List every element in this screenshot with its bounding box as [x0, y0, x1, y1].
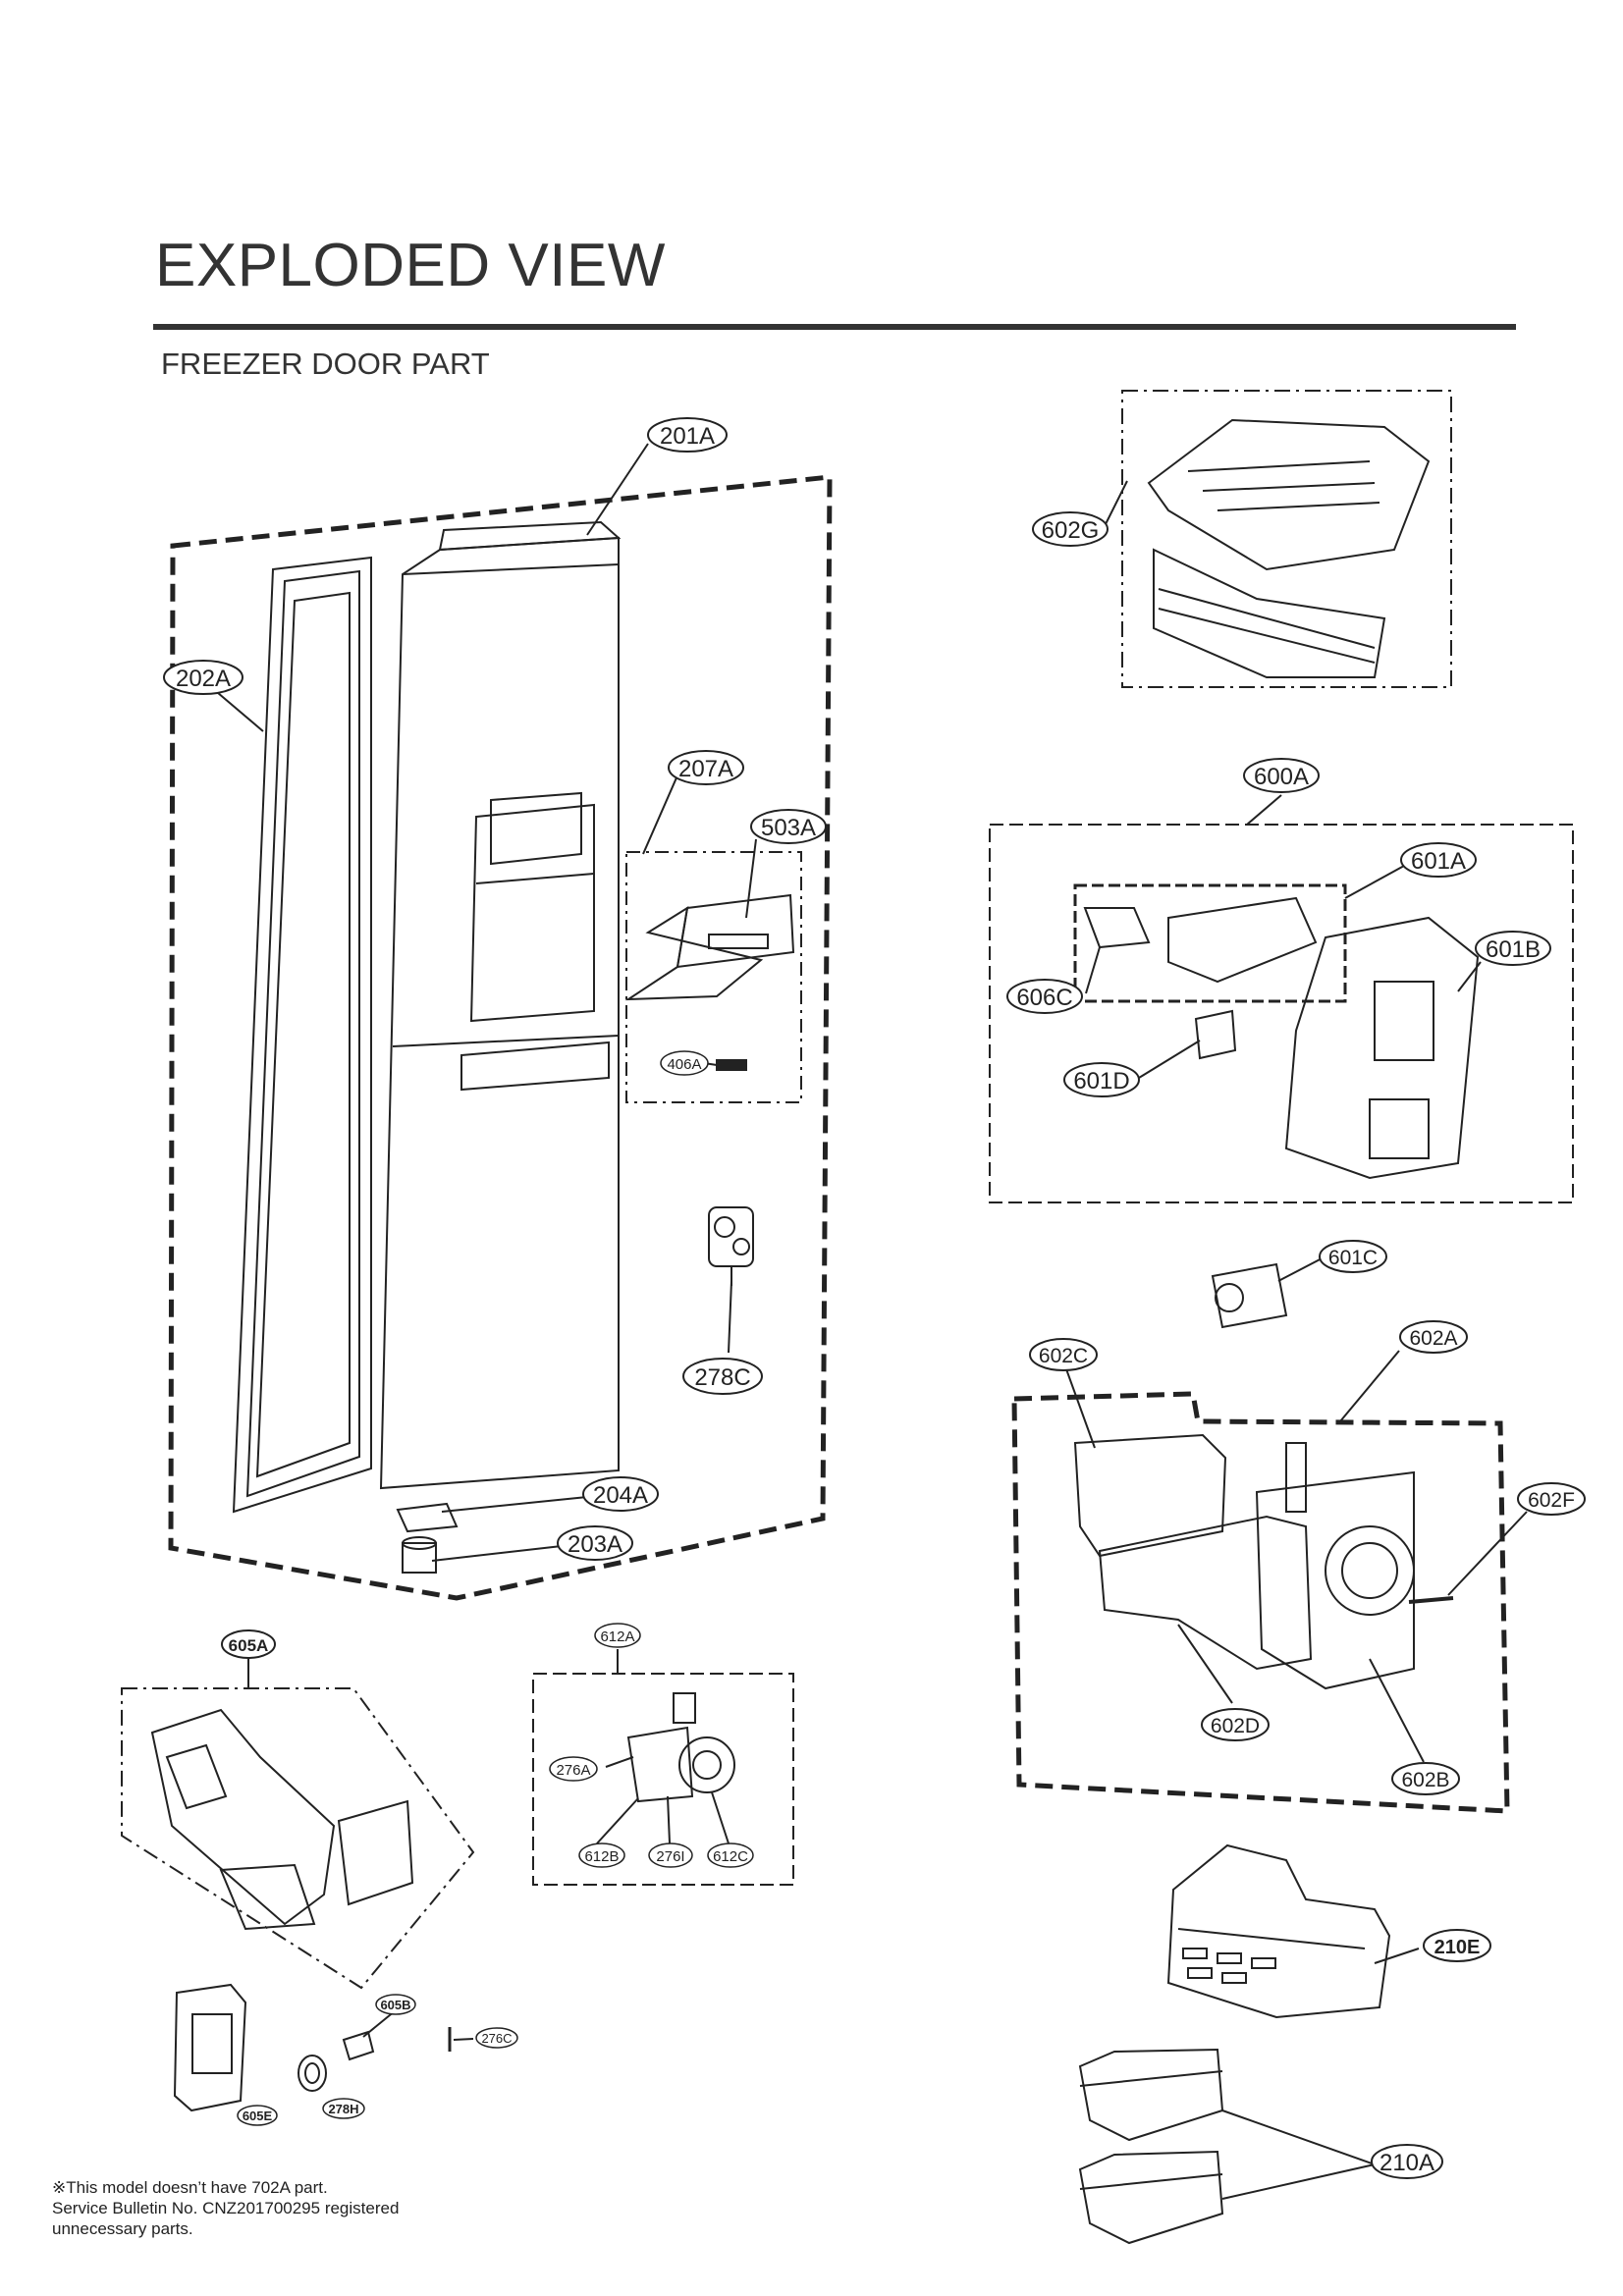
callout-601A: 601A: [1400, 842, 1477, 878]
svg-text:606C: 606C: [1016, 985, 1072, 1011]
icemaker-group-boundary: [989, 824, 1574, 1203]
callout-600A: 600A: [1243, 758, 1320, 793]
leader-lines: [210, 443, 1528, 2200]
callout-276I: 276I: [648, 1842, 693, 1868]
svg-text:201A: 201A: [660, 423, 715, 450]
callout-203A: 203A: [557, 1525, 633, 1561]
callout-602A: 602A: [1399, 1320, 1468, 1354]
svg-text:602F: 602F: [1528, 1489, 1575, 1512]
footnote-line-2: Service Bulletin No. CNZ201700295 regist…: [52, 2199, 400, 2217]
svg-text:605B: 605B: [380, 1998, 410, 2012]
callout-276C: 276C: [475, 2027, 518, 2049]
callout-602D: 602D: [1201, 1708, 1270, 1741]
display-group-boundary: [625, 851, 802, 1103]
dispenser-housing-part: [150, 1708, 414, 1931]
callout-612B: 612B: [578, 1842, 625, 1868]
footnote-line-3: unnecessary parts.: [52, 2219, 193, 2238]
svg-text:210A: 210A: [1380, 2150, 1434, 2176]
callout-601D: 601D: [1063, 1062, 1140, 1097]
title-rule: [153, 324, 1516, 330]
section-subtitle: FREEZER DOOR PART: [161, 347, 490, 381]
callout-605B: 605B: [375, 1994, 416, 2015]
door-gasket-part: [232, 556, 372, 1514]
auger-group-boundary: [1011, 1391, 1510, 1814]
callout-612C: 612C: [707, 1842, 754, 1868]
callout-602F: 602F: [1517, 1482, 1586, 1516]
dispenser-group-boundary: [121, 1687, 475, 1990]
svg-text:202A: 202A: [176, 666, 231, 692]
svg-text:276A: 276A: [556, 1762, 590, 1779]
callout-201A: 201A: [647, 417, 728, 453]
door-baskets-part: [1078, 2048, 1224, 2245]
svg-text:406A: 406A: [667, 1056, 701, 1073]
display-panel-part: [624, 893, 795, 1071]
svg-text:601C: 601C: [1328, 1247, 1378, 1269]
svg-text:602B: 602B: [1401, 1769, 1449, 1791]
footnote: ※This model doesn’t have 702A part. Serv…: [52, 2177, 399, 2239]
svg-text:601D: 601D: [1073, 1068, 1129, 1095]
footnote-line-1: ※This model doesn’t have 702A part.: [52, 2178, 328, 2197]
svg-text:605E: 605E: [243, 2109, 273, 2123]
svg-text:602G: 602G: [1042, 517, 1100, 544]
svg-text:612A: 612A: [600, 1629, 634, 1645]
svg-text:278C: 278C: [694, 1364, 750, 1391]
dispenser-motor-part: [626, 1692, 735, 1803]
callout-207A: 207A: [668, 750, 744, 785]
svg-text:503A: 503A: [761, 815, 816, 841]
svg-text:600A: 600A: [1254, 764, 1309, 790]
svg-text:207A: 207A: [678, 756, 733, 782]
callout-406A: 406A: [660, 1050, 709, 1076]
callout-602G: 602G: [1032, 511, 1109, 547]
auger-housing-part: [1073, 1433, 1454, 1690]
svg-text:602A: 602A: [1409, 1327, 1457, 1350]
callout-204A: 204A: [582, 1476, 659, 1512]
callout-606C: 606C: [1006, 979, 1083, 1014]
callout-202A: 202A: [163, 660, 243, 695]
door-shell-part: [379, 520, 622, 1490]
svg-text:602C: 602C: [1039, 1345, 1088, 1367]
svg-text:210E: 210E: [1434, 1937, 1481, 1958]
ice-cover-part: [1147, 418, 1431, 678]
hinge-parts: [396, 1502, 459, 1574]
callout-278C: 278C: [682, 1358, 763, 1395]
callout-602B: 602B: [1391, 1762, 1460, 1795]
svg-text:276I: 276I: [656, 1848, 684, 1865]
ice-cover-group-boundary: [1121, 390, 1452, 688]
svg-text:612C: 612C: [713, 1848, 748, 1865]
callout-605E: 605E: [237, 2105, 278, 2126]
svg-text:276C: 276C: [481, 2031, 512, 2046]
door-group-boundary: [168, 474, 833, 1601]
motor-group-boundary: [532, 1673, 794, 1886]
callout-210A: 210A: [1371, 2144, 1443, 2179]
callout-503A: 503A: [750, 809, 827, 844]
svg-text:601A: 601A: [1411, 848, 1466, 875]
callout-605A: 605A: [221, 1629, 276, 1659]
svg-text:601B: 601B: [1486, 936, 1541, 963]
icemaker-bracket-part: [1083, 896, 1480, 1180]
callout-612A: 612A: [594, 1623, 641, 1648]
callout-601C: 601C: [1319, 1240, 1387, 1273]
callout-210E: 210E: [1423, 1929, 1491, 1962]
page-title: EXPLODED VIEW: [155, 232, 666, 299]
callout-602C: 602C: [1029, 1338, 1098, 1371]
icemaker-subgroup-boundary: [1073, 883, 1347, 1003]
water-valve-part: [708, 1206, 754, 1286]
svg-text:278H: 278H: [328, 2102, 358, 2116]
svg-text:203A: 203A: [568, 1531, 622, 1558]
callout-276A: 276A: [549, 1756, 598, 1782]
callout-601B: 601B: [1475, 931, 1551, 966]
ice-bucket-part: [1166, 1843, 1391, 2019]
svg-text:605A: 605A: [229, 1636, 269, 1655]
icemaker-motor-part: [1211, 1262, 1288, 1329]
small-parts: [173, 1983, 452, 2112]
svg-text:204A: 204A: [593, 1482, 648, 1509]
callout-278H: 278H: [322, 2098, 365, 2119]
svg-text:602D: 602D: [1211, 1715, 1260, 1737]
svg-text:612B: 612B: [584, 1848, 619, 1865]
